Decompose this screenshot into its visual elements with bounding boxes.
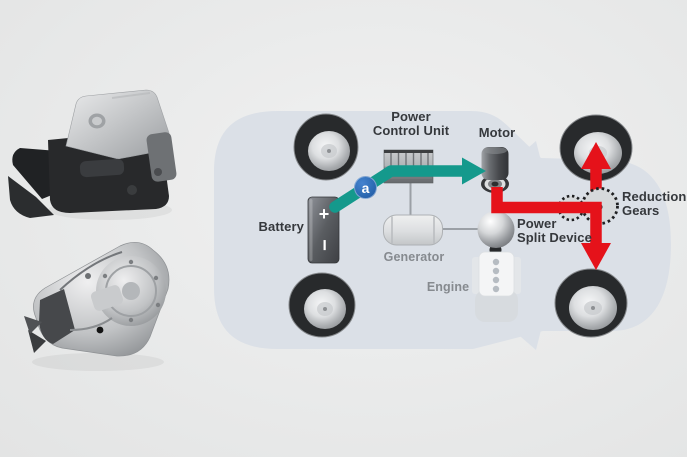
wheel-rear-right-icon	[554, 268, 628, 338]
reduction-gears-label: Reduction Gears	[622, 189, 687, 218]
power-split-device-icon	[477, 211, 515, 248]
generator-icon	[383, 214, 443, 246]
side-mirror-bottom	[513, 330, 541, 350]
engine-icon	[472, 251, 521, 322]
battery-label: Battery	[258, 219, 304, 234]
wheel-front-left-icon	[293, 113, 359, 181]
gasoline-engine-photo	[8, 89, 177, 220]
motor-icon	[481, 147, 509, 193]
side-mirror-top	[513, 141, 541, 161]
electric-power-arrow	[329, 157, 486, 213]
battery-negative-symbol: −	[313, 239, 336, 251]
power-control-unit-label: Power Control Unit	[372, 109, 450, 138]
generator-label: Generator	[383, 250, 445, 264]
hybrid-transaxle-photo	[24, 241, 170, 371]
drive-power-arrow-rear	[491, 187, 611, 270]
battery-icon	[307, 196, 340, 264]
motor-label: Motor	[478, 125, 516, 140]
wheel-rear-left-icon	[288, 272, 356, 338]
engine-label: Engine	[426, 280, 470, 294]
battery-positive-symbol: +	[318, 203, 330, 224]
power-flow-badge-a: a	[354, 176, 377, 199]
power-split-device-label: Power Split Device	[517, 216, 592, 245]
